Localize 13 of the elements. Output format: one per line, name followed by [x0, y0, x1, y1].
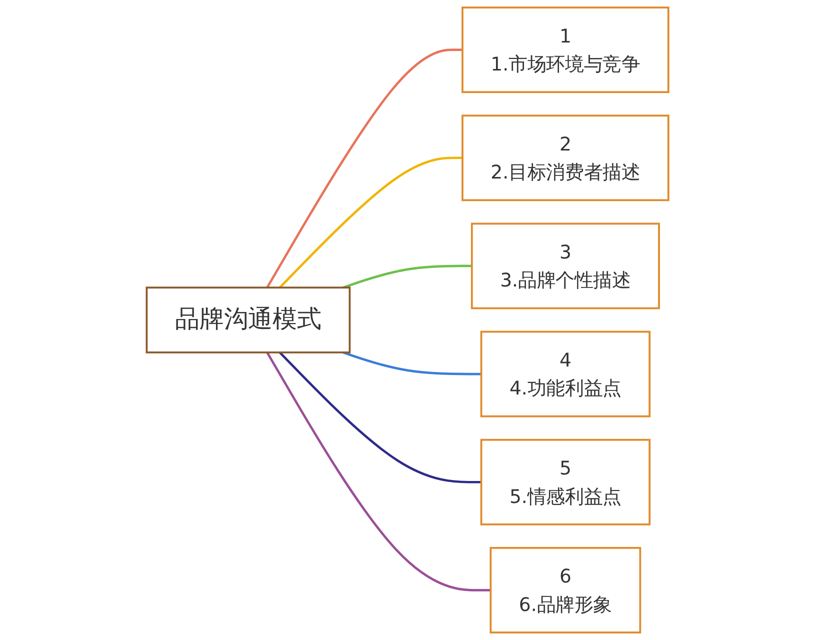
- node-box: 5 5.情感利益点: [480, 438, 650, 526]
- node-box: 4 4.功能利益点: [480, 330, 650, 418]
- node-box: 6 6.品牌形象: [490, 546, 642, 634]
- connector: [278, 156, 462, 288]
- connector: [342, 264, 472, 289]
- connector: [278, 352, 482, 484]
- node-box: 2 2.目标消费者描述: [462, 114, 670, 202]
- connector: [266, 352, 491, 592]
- connector: [266, 48, 462, 288]
- node-box: 品牌沟通模式: [146, 286, 351, 354]
- node-box: 1 1.市场环境与竞争: [462, 6, 670, 94]
- connector: [342, 351, 482, 376]
- node-box: 3 3.品牌个性描述: [470, 222, 660, 310]
